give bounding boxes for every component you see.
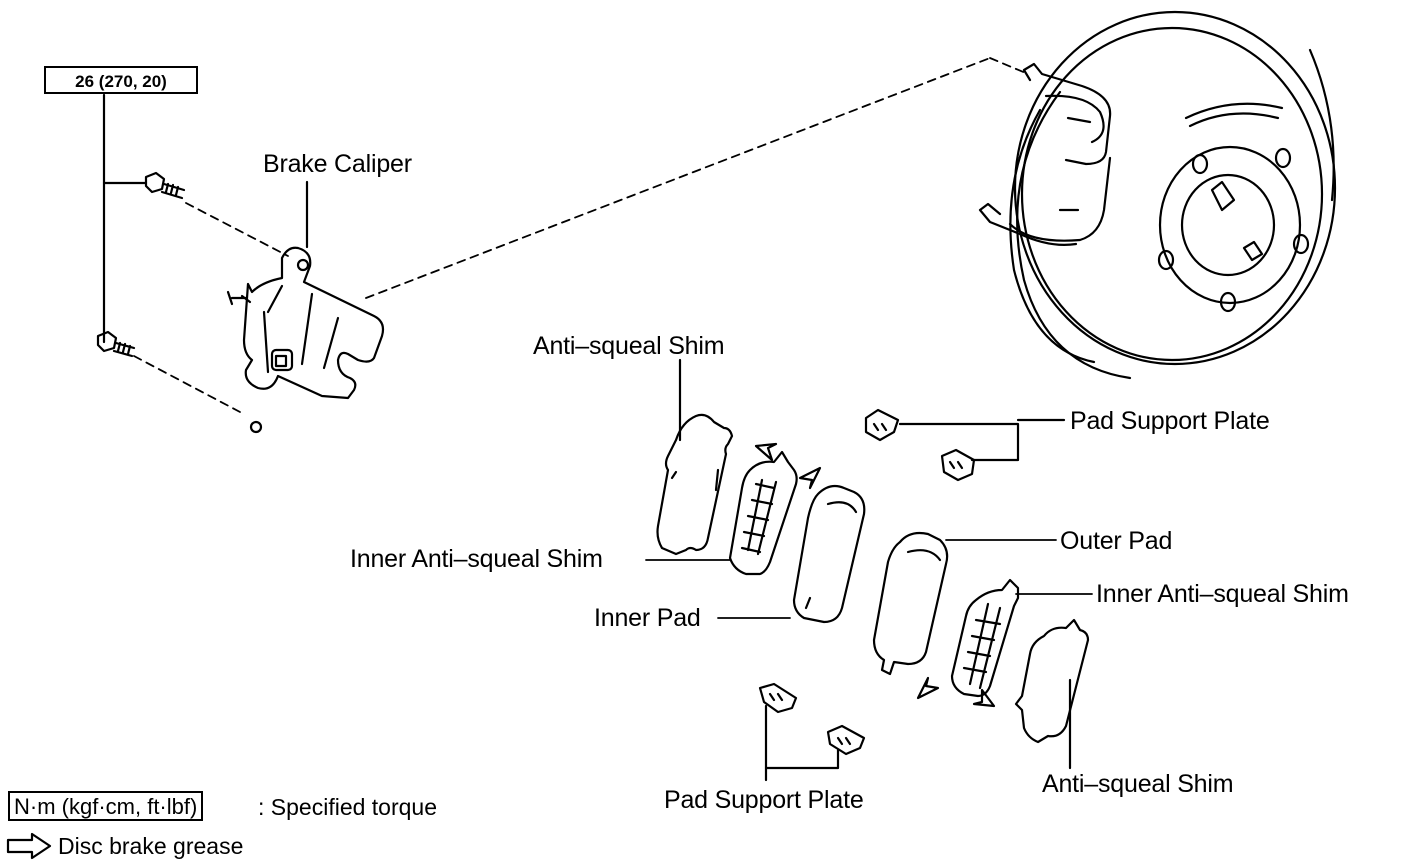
legend-torque-unit-box: N·m (kgf·cm, ft·lbf) (8, 791, 204, 821)
bolt-icon (146, 173, 184, 198)
outer-pad-drawing (874, 533, 947, 674)
legend-grease-description: Disc brake grease (58, 833, 244, 859)
brake-caliper-drawing (228, 182, 383, 432)
label-leader-lines (646, 540, 1092, 618)
anti-squeal-shim-outer-left-drawing (658, 360, 733, 554)
inner-anti-squeal-shim-left-drawing (730, 452, 797, 574)
legend-torque-description: : Specified torque (258, 794, 438, 820)
label-pad-support-plate-top: Pad Support Plate (1070, 407, 1270, 435)
bolt-icon (98, 332, 134, 356)
label-brake-caliper: Brake Caliper (263, 150, 412, 178)
brake-rotor-drawing (980, 12, 1335, 378)
grease-arrow-icon (756, 444, 994, 706)
alignment-dashed-lines (134, 58, 1028, 412)
pad-support-plate-top-drawing (866, 410, 1064, 480)
label-anti-squeal-shim-bottom: Anti–squeal Shim (1042, 770, 1234, 798)
grease-arrow-icon (8, 834, 50, 858)
label-inner-anti-squeal-shim-left: Inner Anti–squeal Shim (350, 545, 603, 573)
label-anti-squeal-shim-top: Anti–squeal Shim (533, 332, 725, 360)
label-outer-pad: Outer Pad (1060, 527, 1173, 555)
anti-squeal-shim-outer-right-drawing (1016, 620, 1088, 768)
pad-support-plate-bottom-drawing (760, 684, 864, 780)
label-inner-pad: Inner Pad (594, 604, 701, 632)
label-pad-support-plate-bottom: Pad Support Plate (664, 786, 864, 814)
label-inner-anti-squeal-shim-right: Inner Anti–squeal Shim (1096, 580, 1349, 608)
inner-pad-drawing (794, 486, 864, 622)
inner-anti-squeal-shim-right-drawing (952, 580, 1018, 696)
torque-spec-box: 26 (270, 20) (44, 66, 198, 94)
torque-leader-lines (104, 95, 146, 342)
